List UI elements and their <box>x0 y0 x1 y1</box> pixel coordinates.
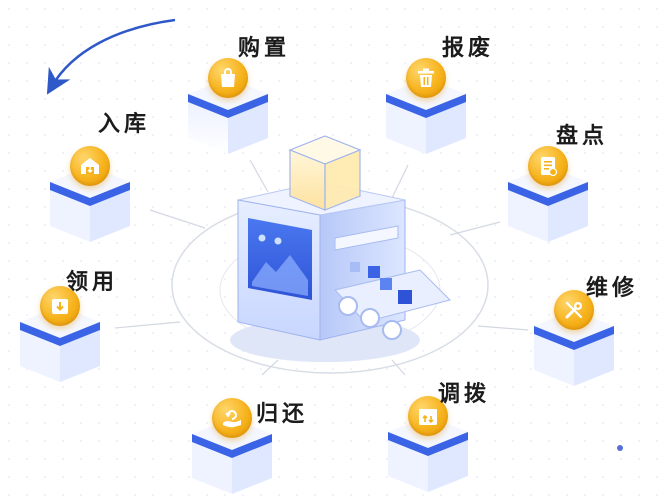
hand-return-icon <box>212 398 252 438</box>
pedestal <box>508 166 588 242</box>
label-return: 归还 <box>256 402 309 427</box>
tools-icon <box>554 290 594 330</box>
pedestal <box>388 416 468 492</box>
checklist-icon <box>528 146 568 186</box>
node-transfer <box>386 388 470 496</box>
node-inbound <box>48 138 132 246</box>
label-transfer: 调拨 <box>438 382 491 407</box>
trash-icon <box>406 58 446 98</box>
small-dot-decoration <box>617 445 623 451</box>
shopping-bag-icon <box>208 58 248 98</box>
node-repair <box>532 282 616 390</box>
inbox-down-icon <box>40 286 80 326</box>
node-return <box>190 390 274 498</box>
cycle-arrow <box>46 18 176 95</box>
label-requisition: 领用 <box>66 270 119 295</box>
node-requisition <box>18 278 102 386</box>
pedestal <box>50 166 130 242</box>
connector-lines <box>114 159 529 376</box>
node-purchase <box>186 50 270 158</box>
warehouse-icon <box>70 146 110 186</box>
transfer-box-icon <box>408 396 448 436</box>
label-purchase: 购置 <box>238 36 291 61</box>
label-inbound: 入库 <box>98 112 151 137</box>
node-scrap <box>384 50 468 158</box>
label-repair: 维修 <box>586 276 639 301</box>
label-inventory: 盘点 <box>556 124 609 149</box>
label-scrap: 报废 <box>442 36 495 61</box>
node-inventory <box>506 138 590 246</box>
